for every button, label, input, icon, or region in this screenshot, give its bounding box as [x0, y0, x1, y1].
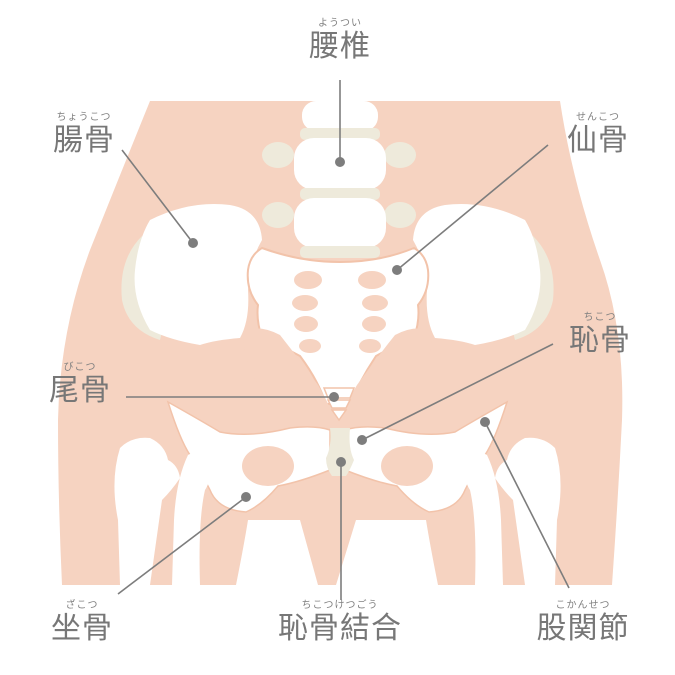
hip-joint-dot [480, 417, 490, 427]
label-hip-joint: こかんせつ 股関節 [518, 600, 648, 646]
pubic-symphysis-cartilage [326, 428, 354, 476]
ruby-hip-joint: こかんせつ [555, 600, 611, 611]
ruby-pubic-symphysis: ちこつけつごう [301, 600, 379, 611]
kanji-coccyx: 尾骨 [49, 373, 111, 408]
right-obturator-foramen [381, 446, 433, 486]
ruby-sacrum: せんこつ [576, 112, 620, 123]
ruby-ischium: ざこつ [65, 600, 99, 611]
ruby-ilium: ちょうこつ [56, 112, 112, 123]
left-greater-trochanter [172, 452, 211, 585]
kanji-ilium: 腸骨 [53, 123, 115, 158]
kanji-sacrum: 仙骨 [567, 123, 629, 158]
sacrum-dot [392, 265, 402, 275]
ruby-pubis: ちこつ [583, 312, 617, 323]
label-lumbar: ようつい 腰椎 [290, 18, 390, 64]
sacrum [246, 246, 430, 405]
label-coccyx: びこつ 尾骨 [30, 362, 130, 408]
ruby-lumbar: ようつい [318, 18, 362, 29]
sacral-foramina [292, 271, 388, 353]
kanji-ischium: 坐骨 [51, 611, 113, 646]
right-greater-trochanter [464, 452, 503, 585]
coccyx-dot [329, 392, 339, 402]
ruby-coccyx: びこつ [63, 362, 97, 373]
lumbar-transverse-processes [262, 142, 416, 228]
label-sacrum: せんこつ 仙骨 [548, 112, 648, 158]
kanji-lumbar: 腰椎 [309, 29, 371, 64]
leader-lines [117, 80, 570, 600]
pubis-dot [357, 435, 367, 445]
left-obturator-foramen [242, 446, 294, 486]
label-ilium: ちょうこつ 腸骨 [34, 112, 134, 158]
kanji-hip-joint: 股関節 [536, 611, 630, 646]
pubic-symphysis-dot [336, 457, 346, 467]
left-femur [114, 437, 180, 585]
lumbar-dot [335, 157, 345, 167]
label-pubic-symphysis: ちこつけつごう 恥骨結合 [260, 600, 420, 646]
kanji-pubic-symphysis: 恥骨結合 [278, 611, 402, 646]
ischium-dot [241, 492, 251, 502]
leader-dots [188, 157, 490, 502]
label-pubis: ちこつ 恥骨 [550, 312, 650, 358]
ilium-dot [188, 238, 198, 248]
label-ischium: ざこつ 坐骨 [32, 600, 132, 646]
kanji-pubis: 恥骨 [569, 323, 631, 358]
lumbar-vertebrae [294, 101, 386, 258]
left-ilium [134, 204, 262, 345]
pelvic-inlet-right [341, 328, 432, 420]
right-ilium [413, 204, 541, 345]
